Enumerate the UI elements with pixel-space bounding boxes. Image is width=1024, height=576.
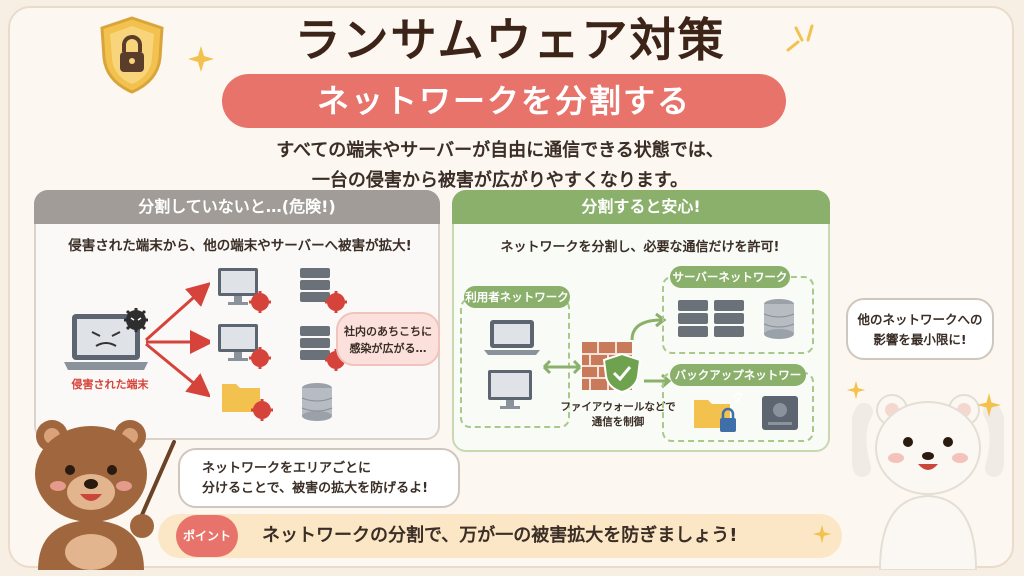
intro-line-2: 一台の侵害から被害が広がりやすくなります。 [311, 170, 689, 191]
subtitle-banner: ネットワークを分割する [222, 74, 786, 128]
padlock-shield-icon [100, 16, 164, 94]
firewall-label: ファイアウォールなどで 通信を制御 [556, 400, 680, 430]
left-bubble-line-2: 分けることで、被害の拡大を防げるよ! [202, 481, 429, 496]
danger-panel-desc: 侵害された端末から、他の端末やサーバーへ被害が拡大! [68, 238, 412, 254]
server-network-label: サーバーネットワーク [670, 266, 790, 288]
brick-wall-shield-icon [582, 342, 642, 394]
point-bar [158, 514, 842, 558]
user-network-label: 利用者ネットワーク [464, 286, 570, 308]
safe-panel-header: 分割すると安心! [452, 190, 830, 224]
right-bubble-line-1: 他のネットワークへの [857, 312, 983, 327]
brown-bear-mascot [35, 420, 176, 570]
server-infected-icon [300, 268, 347, 313]
firewall-label-line-2: 通信を制御 [591, 416, 645, 428]
monitor-infected-icon [218, 324, 271, 369]
bubble-line-1: 社内のあちこちに [344, 325, 432, 338]
right-bear-bubble: 他のネットワークへの 影響を最小限に! [846, 298, 994, 360]
left-bear-bubble: ネットワークをエリアごとに 分けることで、被害の拡大を防げるよ! [178, 448, 460, 508]
folder-lock-icon [694, 400, 736, 432]
firewall-label-line-1: ファイアウォールなどで [560, 401, 676, 413]
safe-panel-desc: ネットワークを分割し、必要な通信だけを許可! [500, 240, 780, 255]
sparkle-icon [188, 46, 214, 72]
left-bubble-line-1: ネットワークをエリアごとに [202, 461, 372, 476]
monitor-icon [488, 370, 532, 409]
database-icon [763, 299, 795, 339]
infection-spread-bubble: 社内のあちこちに 感染が広がる… [336, 312, 440, 366]
right-bubble-line-2: 影響を最小限に! [873, 332, 967, 347]
database-icon [301, 383, 333, 421]
backup-network-label: バックアップネットワーク [670, 364, 806, 404]
infection-arrows [145, 282, 210, 398]
sparkle-icon [812, 524, 832, 544]
intro-line-1: すべての端末やサーバーが自由に通信できる状態では、 [276, 140, 724, 161]
bidirectional-arrow-icon [542, 359, 582, 375]
sparkle-icon [977, 393, 1001, 417]
sparkle-lines-icon [786, 24, 814, 52]
compromised-label: 侵害された端末 [71, 378, 149, 391]
page-title: ランサムウェア対策 [294, 13, 726, 67]
sparkle-icon [846, 380, 866, 400]
allowed-arrow-icon [630, 312, 667, 341]
server-rack-icon [678, 300, 744, 337]
intro-text: すべての端末やサーバーが自由に通信できる状態では、 一台の侵害から被害が広がりや… [200, 136, 800, 196]
point-text: ネットワークの分割で、万が一の被害拡大を防ぎましょう! [262, 525, 738, 546]
laptop-angry-virus-icon [64, 308, 148, 370]
danger-panel-header: 分割していないと…(危険!) [34, 190, 440, 224]
point-badge: ポイント [176, 515, 238, 557]
folder-infected-icon [222, 384, 273, 421]
laptop-icon [484, 320, 540, 355]
white-bear-mascot [852, 394, 1004, 570]
bubble-line-2: 感染が広がる… [349, 342, 427, 355]
backup-drive-icon [762, 396, 798, 430]
monitor-infected-icon [218, 268, 271, 313]
